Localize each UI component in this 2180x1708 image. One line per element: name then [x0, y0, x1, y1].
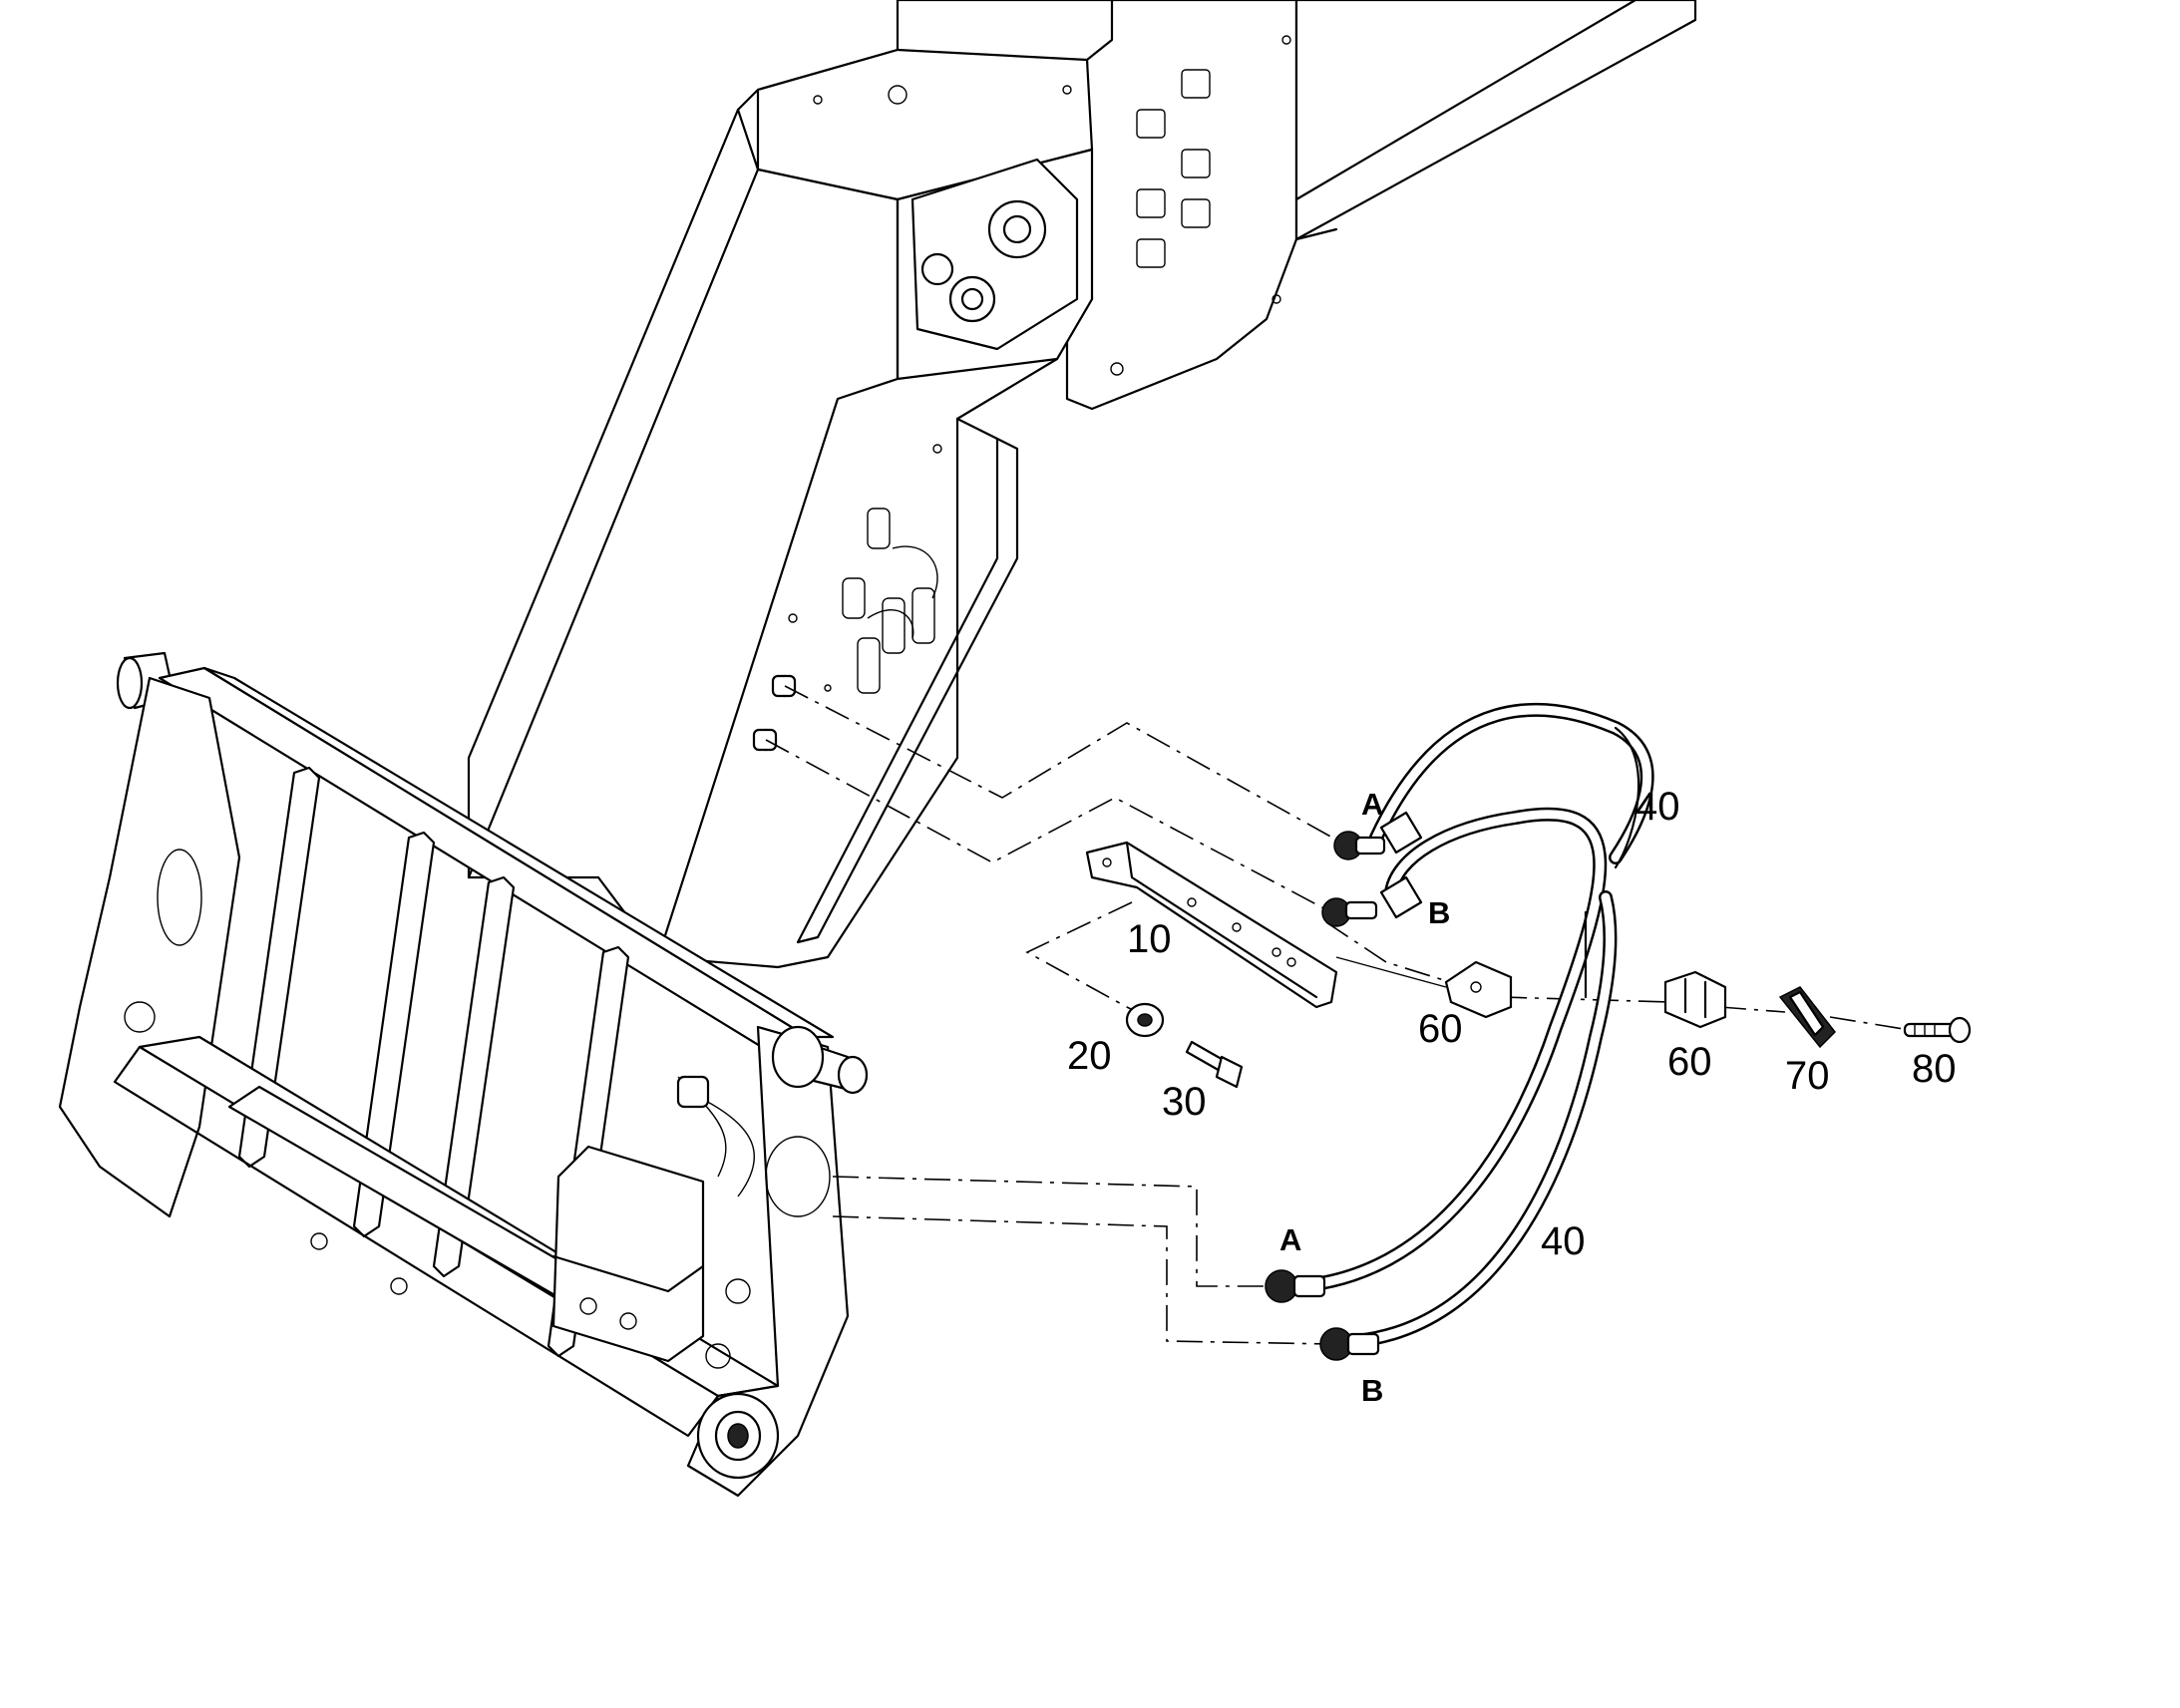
part-20-washer: [1125, 1002, 1165, 1038]
leader-lines: [765, 685, 1911, 1345]
part-70-plate: [1778, 986, 1836, 1049]
callout-60-left: 60: [1418, 1007, 1463, 1051]
part-60-clamp-right: [1663, 970, 1727, 1029]
hose-end-lines: [1584, 726, 1640, 999]
port-label-upper-b: B: [1428, 895, 1450, 930]
callout-80: 80: [1912, 1047, 1957, 1091]
port-label-lower-a: A: [1279, 1222, 1301, 1257]
part-80-screw: [1903, 1016, 1972, 1044]
part-30-bolt: [1185, 1040, 1244, 1089]
leader-60: [1335, 956, 1447, 988]
attachment-frame: [58, 651, 869, 1498]
hose-fittings: [1265, 811, 1423, 1361]
hose-upper-40: [1369, 702, 1654, 864]
callout-40-upper: 40: [1635, 785, 1680, 829]
callout-labels: 10 20 30 40 40 60 60 70 80 A B A B: [1067, 785, 1957, 1408]
callout-60-right: 60: [1667, 1040, 1712, 1084]
port-label-upper-a: A: [1361, 787, 1383, 822]
part-10-bracket: [1085, 841, 1338, 1009]
telescopic-boom: [1065, 0, 1697, 411]
port-label-lower-b: B: [1361, 1373, 1383, 1408]
callout-40-lower: 40: [1541, 1219, 1586, 1263]
callout-30: 30: [1162, 1080, 1207, 1124]
boom-head-arm: [467, 0, 1114, 969]
callout-20: 20: [1067, 1034, 1112, 1078]
hose-lower-40: [1289, 807, 1608, 1293]
hose-inner-40: [1349, 890, 1618, 1348]
callout-70: 70: [1785, 1054, 1830, 1098]
callout-10: 10: [1127, 917, 1172, 961]
part-60-clamp-left: [1444, 960, 1513, 1019]
